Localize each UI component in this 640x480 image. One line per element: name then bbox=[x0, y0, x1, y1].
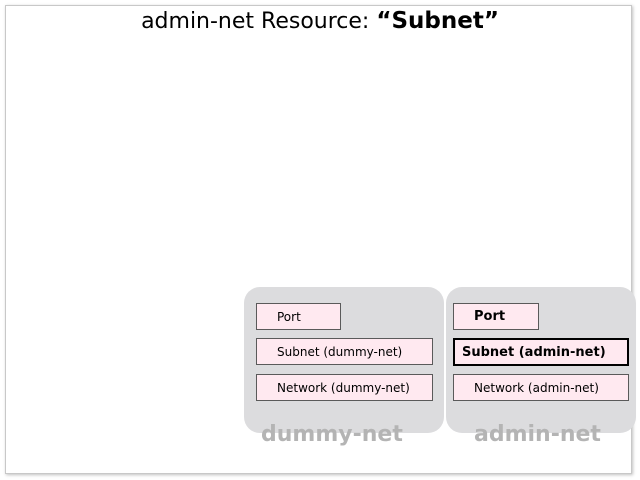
layer-subnet-dummy-net: Subnet (dummy-net) bbox=[256, 338, 433, 365]
group-label-dummy-net: dummy-net bbox=[261, 422, 403, 447]
layer-label: Subnet (admin-net) bbox=[462, 344, 606, 360]
slide-title-prefix: admin-net Resource: bbox=[141, 9, 377, 34]
group-label-admin-net: admin-net bbox=[474, 422, 601, 447]
layer-label: Port bbox=[474, 309, 506, 324]
layer-port-admin-net: Port bbox=[453, 303, 539, 330]
layer-label: Network (dummy-net) bbox=[277, 380, 410, 395]
layer-network-dummy-net: Network (dummy-net) bbox=[256, 374, 433, 401]
layer-port-dummy-net: Port bbox=[256, 303, 341, 330]
layer-subnet-admin-net: Subnet (admin-net) bbox=[453, 338, 629, 366]
layer-network-admin-net: Network (admin-net) bbox=[453, 374, 629, 401]
slide-title-emphasis: “Subnet” bbox=[376, 8, 499, 34]
layer-label: Port bbox=[277, 309, 301, 324]
layer-label: Network (admin-net) bbox=[474, 380, 599, 395]
layer-label: Subnet (dummy-net) bbox=[277, 344, 403, 359]
slide-title: admin-net Resource: “Subnet” bbox=[0, 8, 640, 34]
